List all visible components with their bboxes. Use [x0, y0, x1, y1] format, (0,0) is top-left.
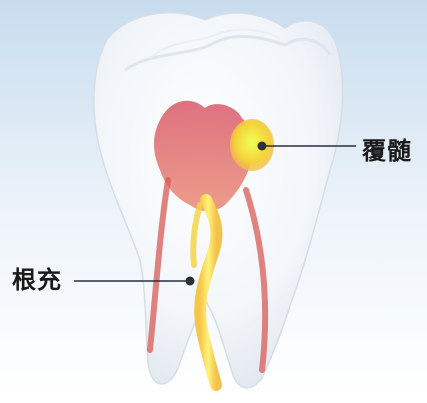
pulp-capping-material: [230, 119, 274, 171]
pointer-dot-root-filling: [186, 277, 195, 286]
pointer-dot-pulp-capping: [258, 142, 267, 151]
label-pulp-capping: 覆髄: [362, 139, 412, 163]
label-root-filling: 根充: [12, 268, 62, 292]
